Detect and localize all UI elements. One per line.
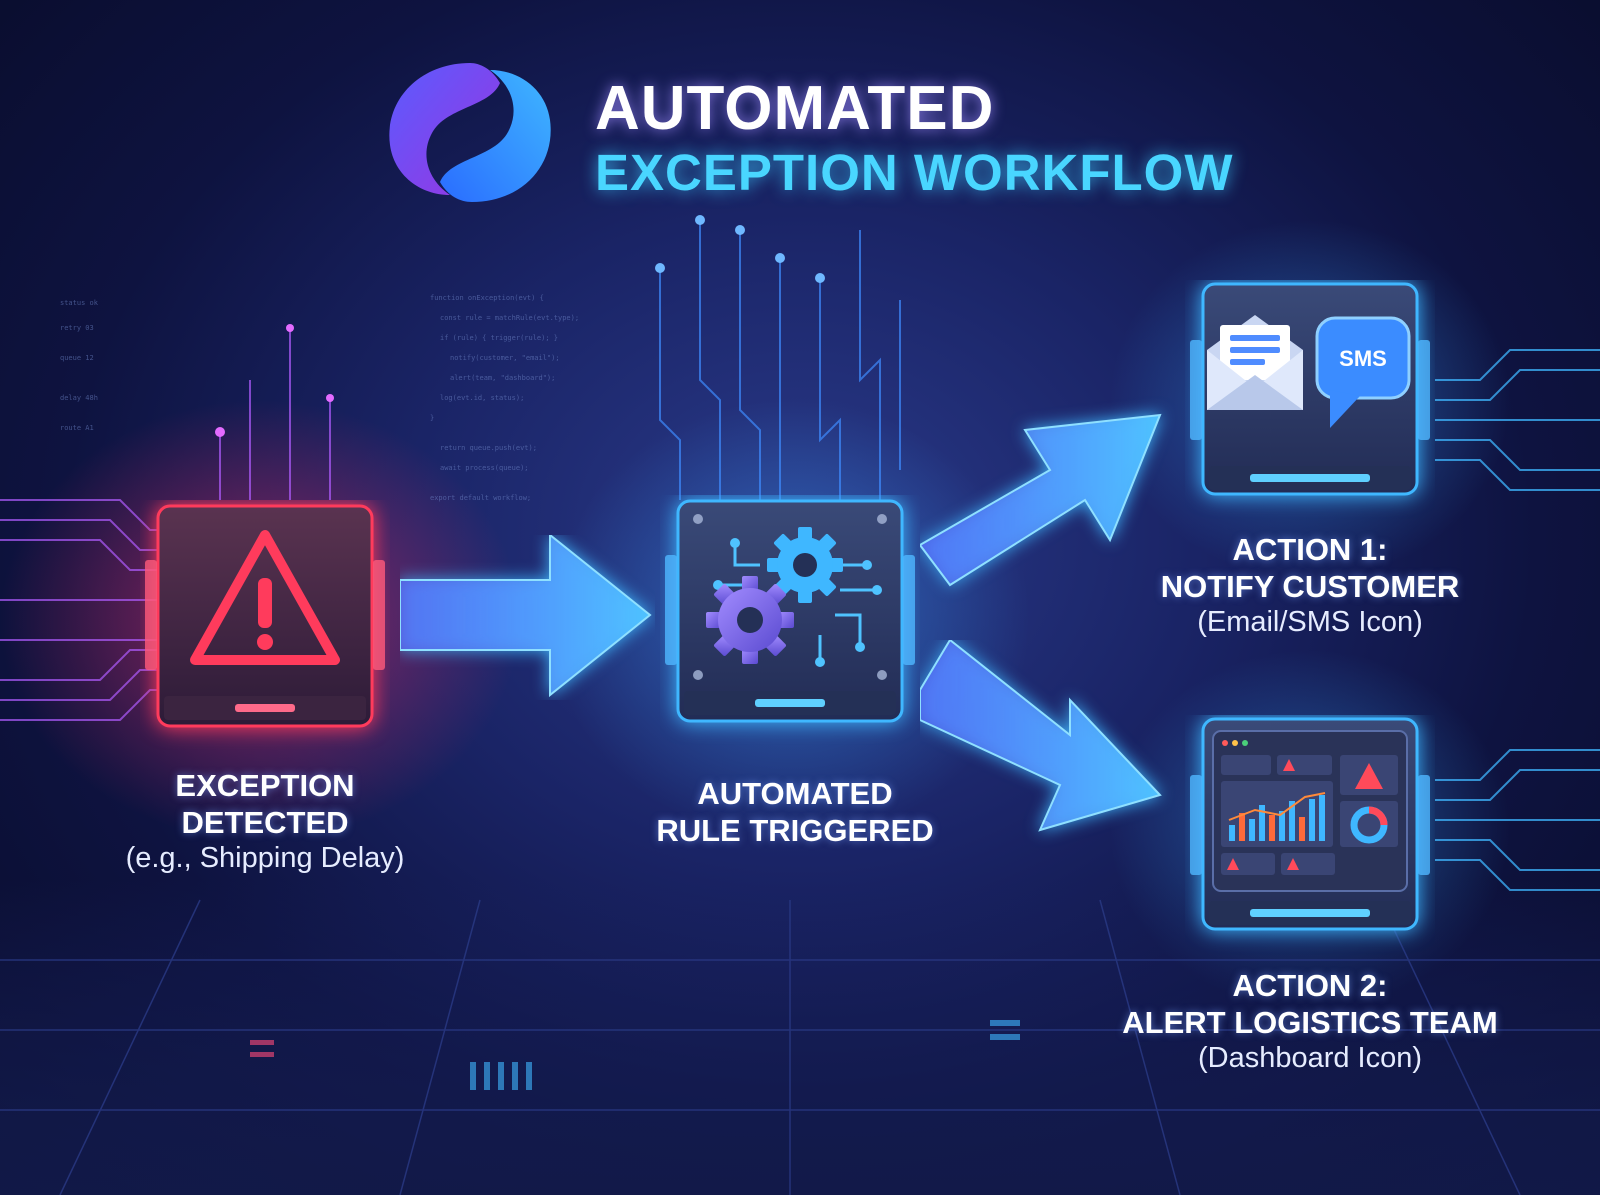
- exception-node: [140, 500, 390, 750]
- exception-label: EXCEPTION DETECTED (e.g., Shipping Delay…: [90, 768, 440, 875]
- rule-label: AUTOMATED RULE TRIGGERED: [620, 776, 970, 849]
- svg-text:retry 03: retry 03: [60, 324, 94, 332]
- action1-title-1: ACTION 1:: [1232, 532, 1388, 567]
- svg-text:log(evt.id, status);: log(evt.id, status);: [440, 394, 524, 402]
- header: AUTOMATED EXCEPTION WORKFLOW: [380, 55, 1280, 215]
- gears-circuit-icon: [693, 514, 887, 680]
- svg-text:route A1: route A1: [60, 424, 94, 432]
- exception-subtitle: (e.g., Shipping Delay): [125, 842, 405, 875]
- action1-subtitle: (Email/SMS Icon): [1197, 606, 1423, 639]
- svg-text:delay 48h: delay 48h: [60, 394, 98, 402]
- swirl-logo-icon: [380, 55, 560, 210]
- svg-text:export default workflow;: export default workflow;: [430, 494, 531, 502]
- exception-title-1: EXCEPTION: [175, 768, 355, 803]
- title-secondary: EXCEPTION WORKFLOW: [595, 144, 1234, 201]
- svg-text:if (rule) { trigger(rule); }: if (rule) { trigger(rule); }: [440, 334, 558, 342]
- arrow-rule-to-action1: [920, 413, 1162, 587]
- email-icon: [1207, 315, 1303, 410]
- arrow-exception-to-rule: [400, 535, 652, 698]
- rule-title-1: AUTOMATED: [697, 776, 893, 811]
- title-primary: AUTOMATED: [595, 74, 995, 143]
- email-sms-icon: SMS: [1207, 315, 1411, 428]
- svg-text:function onException(evt) {: function onException(evt) {: [430, 294, 544, 302]
- svg-text:const rule = matchRule(evt.typ: const rule = matchRule(evt.type);: [440, 314, 579, 322]
- alert-team-node: [1185, 715, 1435, 955]
- svg-text:}: }: [430, 414, 434, 422]
- action1-label: ACTION 1: NOTIFY CUSTOMER (Email/SMS Ico…: [1110, 532, 1510, 639]
- svg-text:await process(queue);: await process(queue);: [440, 464, 529, 472]
- rule-title-2: RULE TRIGGERED: [656, 812, 934, 848]
- sms-text: SMS: [1339, 346, 1387, 371]
- exception-title-2: DETECTED: [181, 804, 349, 840]
- svg-text:notify(customer, "email");: notify(customer, "email");: [450, 354, 560, 362]
- warning-triangle-icon: [190, 530, 340, 665]
- svg-text:alert(team, "dashboard");: alert(team, "dashboard");: [450, 374, 555, 382]
- action2-label: ACTION 2: ALERT LOGISTICS TEAM (Dashboar…: [1090, 968, 1530, 1075]
- action2-title-1: ACTION 2:: [1232, 968, 1388, 1003]
- svg-text:queue 12: queue 12: [60, 354, 94, 362]
- svg-text:status ok: status ok: [60, 299, 99, 307]
- arrow-rule-to-action2: [920, 640, 1162, 832]
- rule-node: [660, 495, 920, 745]
- action2-subtitle: (Dashboard Icon): [1197, 1042, 1423, 1075]
- notify-customer-node: SMS: [1185, 280, 1435, 520]
- action1-title-2: NOTIFY CUSTOMER: [1160, 568, 1460, 604]
- svg-text:return queue.push(evt);: return queue.push(evt);: [440, 444, 537, 452]
- action2-title-2: ALERT LOGISTICS TEAM: [1122, 1004, 1498, 1040]
- dashboard-icon: [1212, 730, 1408, 892]
- sms-bubble-icon: SMS: [1315, 316, 1411, 428]
